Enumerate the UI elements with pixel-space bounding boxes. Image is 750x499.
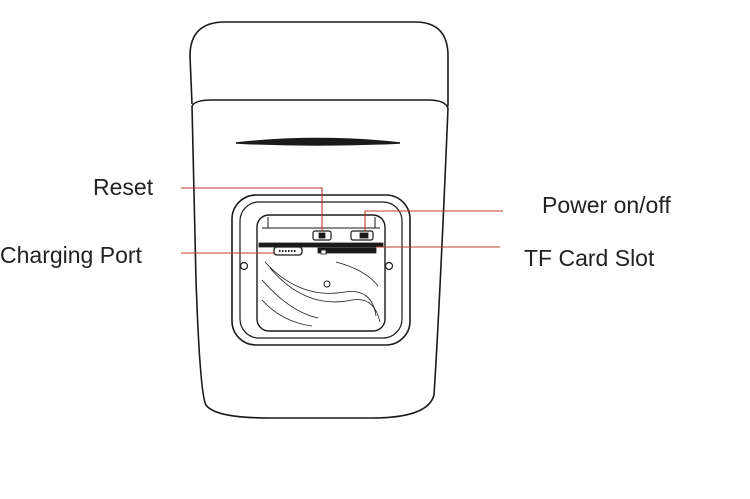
- pcb-bar: [258, 242, 384, 248]
- power-switch-housing: [350, 230, 374, 241]
- interior-cable-3: [261, 279, 319, 319]
- interior-cable-2: [269, 267, 381, 323]
- reset-label: Reset: [93, 174, 154, 200]
- power-callout-line: [364, 210, 503, 231]
- device-lower-shell: [191, 105, 449, 419]
- screw-hole-right: [384, 261, 394, 271]
- callout-lines: [181, 187, 503, 254]
- device-top-cap: [189, 21, 449, 106]
- interior-cable-4: [335, 261, 379, 287]
- speaker-slot: [235, 137, 401, 146]
- compartment-outer-bezel: [231, 194, 411, 346]
- device-body: [189, 21, 449, 419]
- interior-cable-5: [261, 299, 313, 327]
- tf-card-slot-marker: [320, 249, 327, 255]
- board-bracket: [267, 217, 376, 228]
- interior-cable-1: [264, 261, 377, 317]
- power-switch-nub: [359, 232, 369, 239]
- tf-card-slot: [317, 247, 377, 254]
- center-hole: [323, 280, 331, 288]
- reset-button-nub: [318, 232, 326, 239]
- compartment-inner-bezel: [239, 201, 403, 339]
- tf-card-slot-label: TF Card Slot: [524, 245, 655, 271]
- power-label: Power on/off: [542, 192, 671, 218]
- reset-callout-line: [181, 187, 323, 231]
- charging-port: [273, 246, 303, 256]
- compartment-opening: [256, 214, 386, 332]
- charging-port-label: Charging Port: [0, 242, 142, 268]
- device-cap-seam: [191, 99, 449, 109]
- screw-hole-left: [239, 261, 249, 271]
- port-compartment: [231, 194, 411, 346]
